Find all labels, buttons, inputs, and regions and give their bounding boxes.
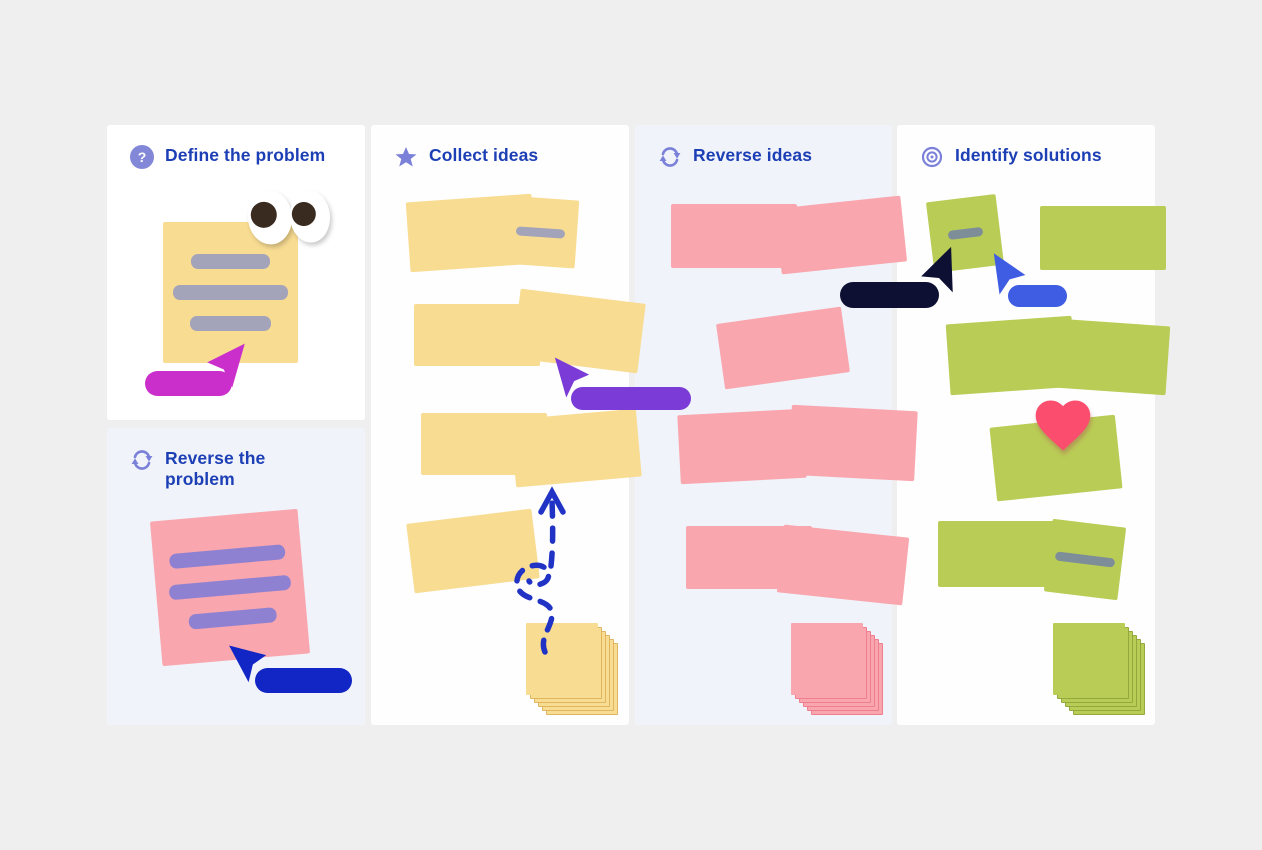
frame-reverse-the-problem: Reverse the problem <box>107 428 365 725</box>
frame-title: Define the problem <box>165 145 326 165</box>
frame-header: Identify solutions <box>897 125 1155 169</box>
frame-title: Collect ideas <box>429 145 539 165</box>
heart-sticker[interactable] <box>1029 395 1097 455</box>
frame-collect-ideas: Collect ideas <box>371 125 629 725</box>
frame-reverse-ideas: Reverse ideas <box>635 125 892 725</box>
frame-header: ? Define the problem <box>107 125 365 169</box>
googly-eyes-sticker[interactable] <box>244 186 336 248</box>
question-icon: ? <box>130 145 154 169</box>
frame-header: Reverse the problem <box>107 428 365 491</box>
star-icon <box>394 145 418 169</box>
frame-title: Identify solutions <box>955 145 1102 165</box>
target-icon <box>920 145 944 169</box>
frame-header: Collect ideas <box>371 125 629 169</box>
refresh-icon <box>130 448 154 472</box>
note-text-line <box>1168 348 1169 358</box>
note-text-line <box>1167 363 1168 373</box>
heart-shape <box>1035 400 1091 451</box>
frame-title: Reverse the problem <box>165 448 266 490</box>
frame-title: Reverse ideas <box>693 145 813 165</box>
frame-define-the-problem: ? Define the problem <box>107 125 365 420</box>
frame-identify-solutions: Identify solutions <box>897 125 1155 725</box>
frame-header: Reverse ideas <box>635 125 892 169</box>
refresh-icon <box>658 145 682 169</box>
